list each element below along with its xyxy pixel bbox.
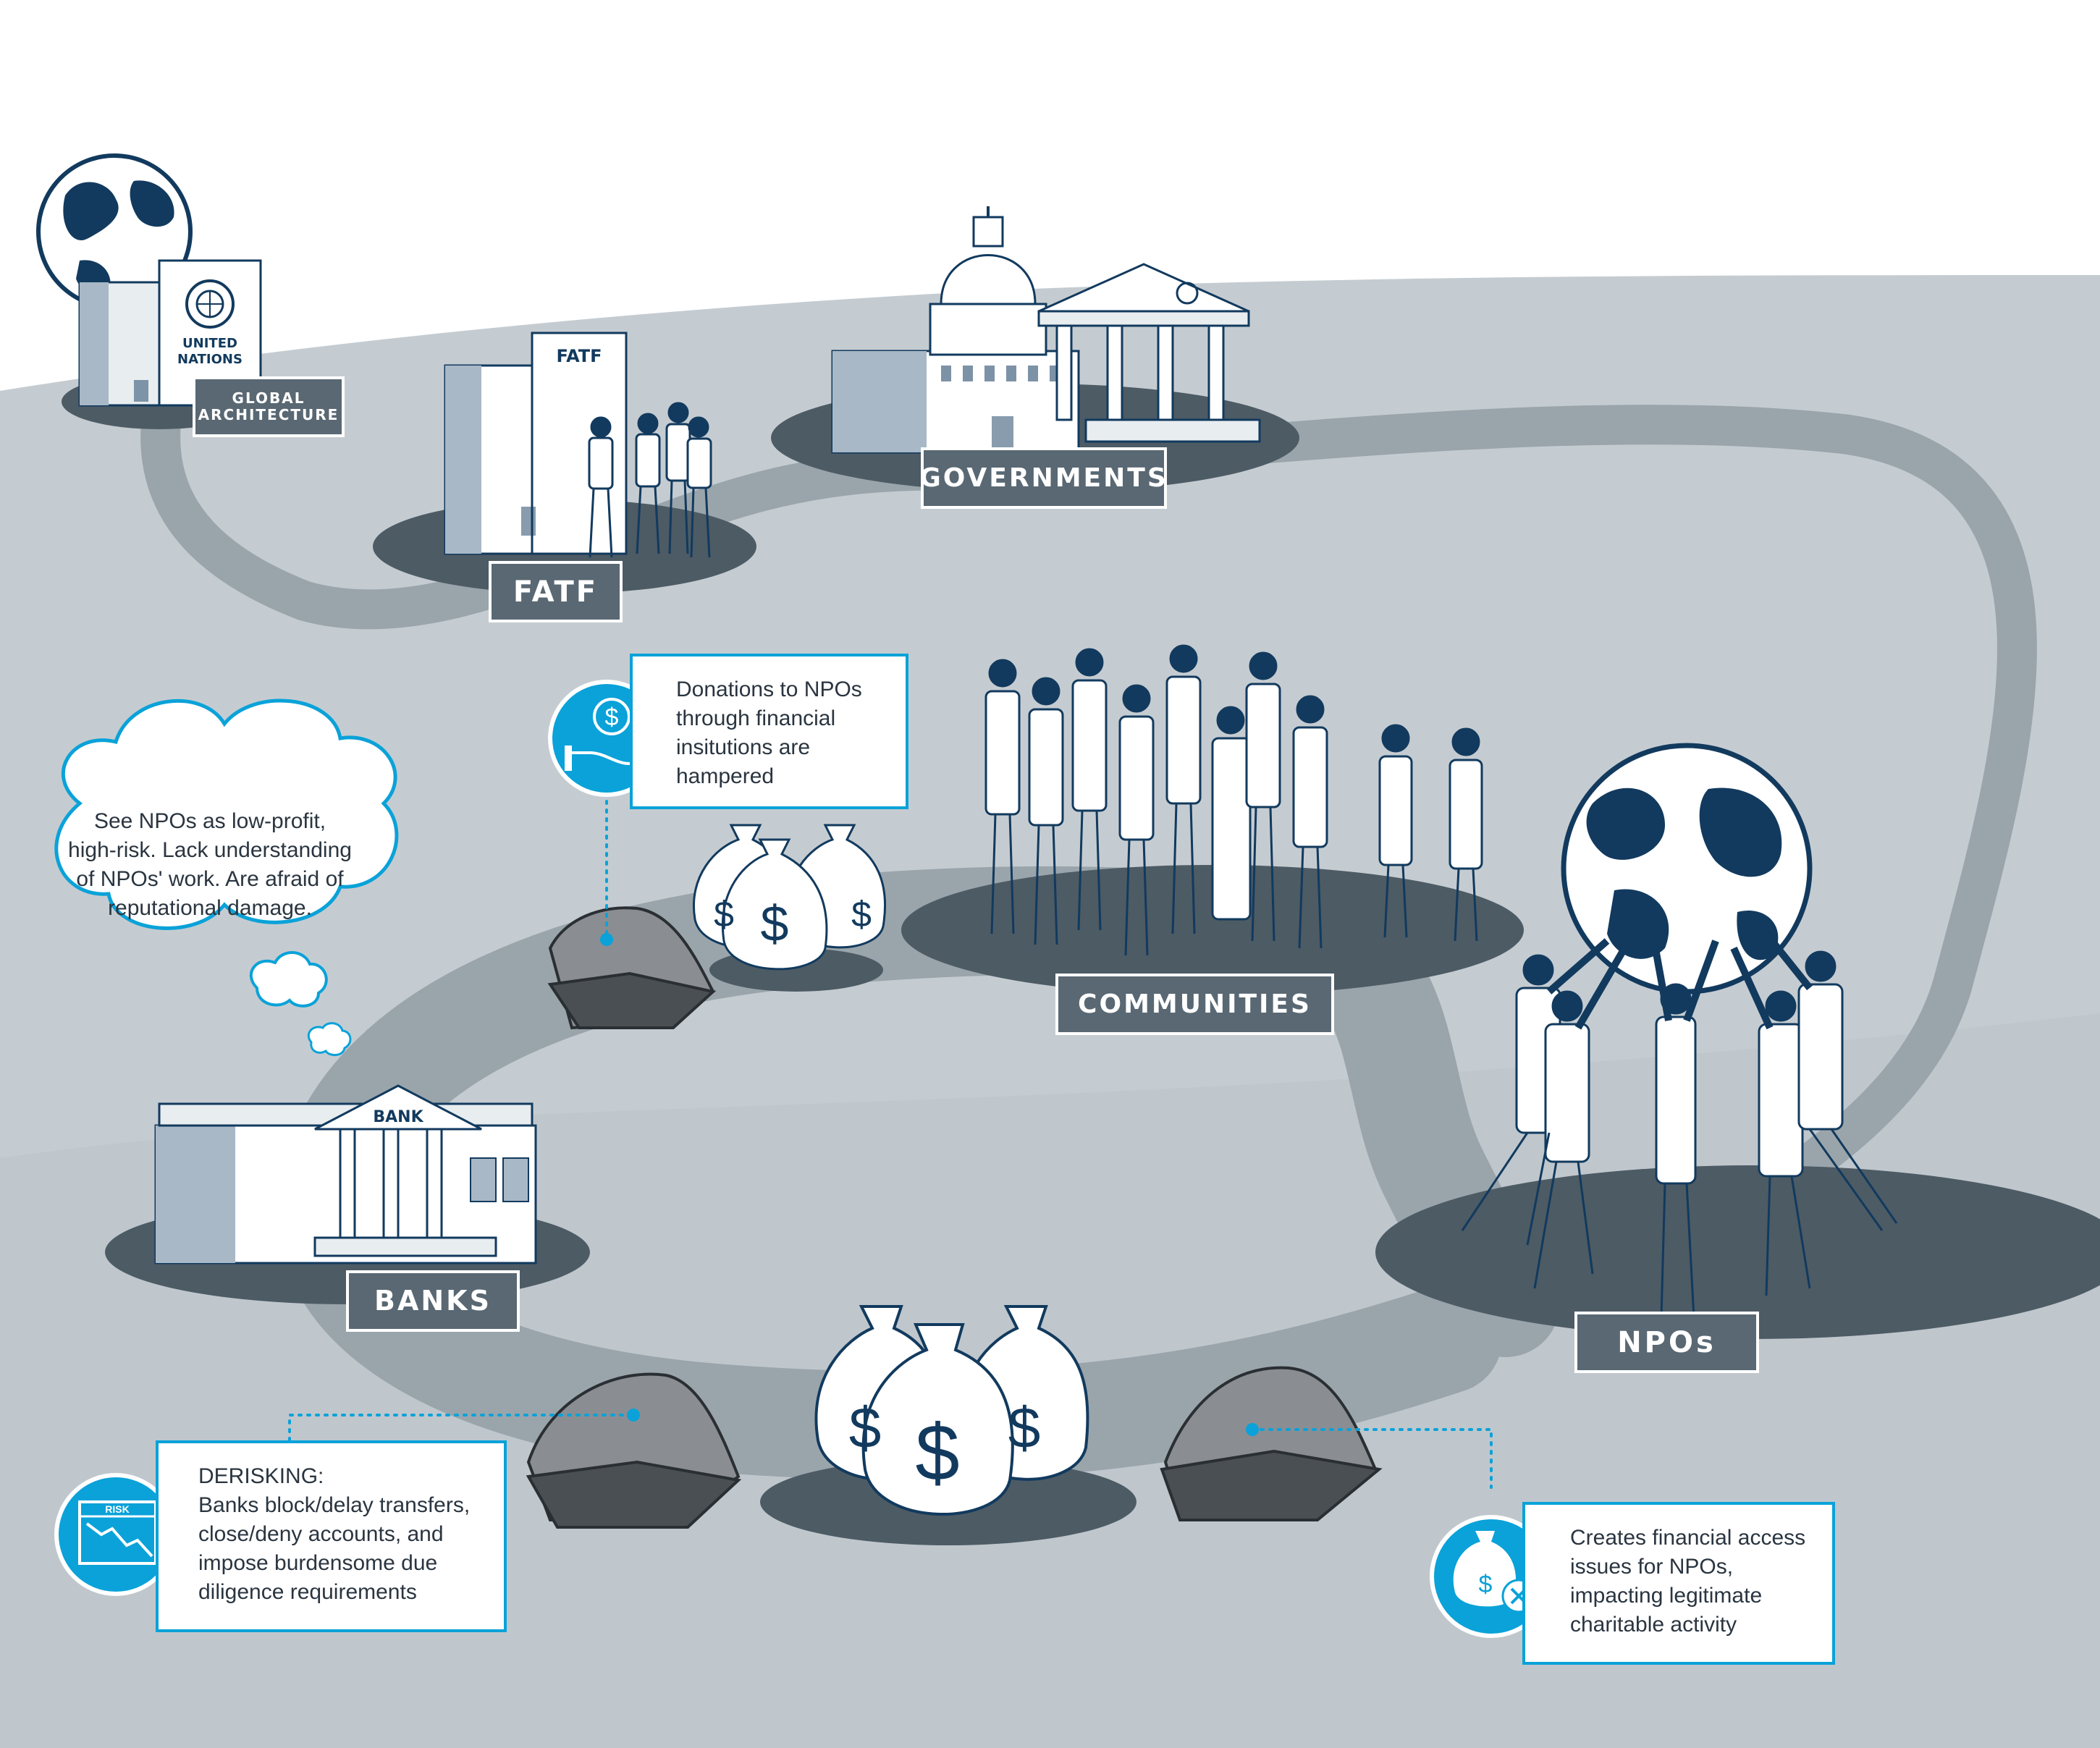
thought-line3: of NPOs' work. Are afraid of bbox=[76, 867, 344, 891]
fatf-people bbox=[588, 402, 712, 558]
callout-derisking-line4: impose burdensome due bbox=[198, 1551, 438, 1575]
label-global-line2: ARCHITECTURE bbox=[198, 406, 340, 423]
svg-text:$: $ bbox=[605, 704, 619, 731]
rock-upper bbox=[547, 906, 717, 1030]
callout-access-line1: Creates financial access bbox=[1570, 1526, 1806, 1550]
label-communities-text: COMMUNITIES bbox=[1078, 989, 1312, 1019]
label-governments-text: GOVERNMENTS bbox=[919, 463, 1168, 493]
communities-disc bbox=[901, 865, 1524, 995]
label-fatf-text: FATF bbox=[513, 575, 599, 609]
callout-access-line3: impacting legitimate bbox=[1570, 1584, 1763, 1608]
bank-sign: BANK bbox=[373, 1108, 423, 1126]
npos-group bbox=[1375, 743, 2100, 1339]
dollar-icon: $ bbox=[851, 894, 872, 934]
dollar-icon: $ bbox=[761, 895, 789, 952]
un-emblem-icon bbox=[185, 279, 235, 329]
path-road bbox=[140, 385, 2037, 1345]
un-sign-line1: UNITED bbox=[182, 336, 237, 351]
rock-lower-right bbox=[1160, 1366, 1383, 1521]
label-global-line1: GLOBAL bbox=[232, 389, 305, 407]
callout-donations-line3: insitutions are bbox=[676, 735, 811, 759]
npo-people bbox=[1461, 931, 1898, 1318]
label-npos-text: NPOs bbox=[1617, 1325, 1716, 1359]
communities-group bbox=[901, 644, 1524, 995]
callout-donations-line1: Donations to NPOs bbox=[676, 677, 862, 701]
courthouse bbox=[1037, 263, 1261, 443]
label-banks: BANKS bbox=[346, 1270, 520, 1332]
callout-access-line4: charitable activity bbox=[1570, 1613, 1737, 1637]
thought-line2: high-risk. Lack understanding bbox=[68, 838, 352, 862]
dollar-icon: $ bbox=[915, 1409, 959, 1498]
label-global-architecture: GLOBAL ARCHITECTURE bbox=[193, 376, 345, 437]
label-governments: GOVERNMENTS bbox=[919, 447, 1168, 509]
npos-disc bbox=[1375, 1165, 2100, 1339]
blocked-money-icon: $ bbox=[1430, 1515, 1553, 1638]
dollar-icon: $ bbox=[1008, 1396, 1041, 1460]
dollar-icon: $ bbox=[849, 1396, 882, 1460]
community-people bbox=[984, 644, 1483, 956]
capitol-dome bbox=[940, 254, 1037, 305]
thought-line4: reputational damage. bbox=[108, 896, 312, 920]
connector-dots bbox=[600, 933, 1259, 1436]
money-bags-lower: $ $ $ bbox=[760, 1305, 1137, 1545]
connectors bbox=[288, 791, 1493, 1489]
global-architecture-group: UNITED NATIONS bbox=[36, 153, 262, 429]
callout-donations-line2: through financial bbox=[676, 706, 836, 730]
callout-donations-line4: hampered bbox=[676, 764, 775, 788]
fatf-sign: FATF bbox=[556, 346, 602, 366]
money-bags-upper: $ $ $ bbox=[693, 824, 887, 992]
label-communities: COMMUNITIES bbox=[1055, 974, 1334, 1035]
callout-donations: Donations to NPOs through financial insi… bbox=[630, 654, 908, 809]
rock-lower-left bbox=[526, 1372, 742, 1529]
callout-derisking-line3: close/deny accounts, and bbox=[198, 1522, 444, 1546]
dollar-icon: $ bbox=[714, 894, 734, 934]
thought-cloud-text: See NPOs as low-profit, high-risk. Lack … bbox=[43, 807, 376, 923]
globe-large-icon bbox=[1561, 743, 1813, 995]
label-npos: NPOs bbox=[1574, 1312, 1759, 1373]
svg-text:$: $ bbox=[1479, 1571, 1493, 1598]
thought-bubble-small bbox=[307, 1022, 352, 1056]
thought-line1: See NPOs as low-profit, bbox=[93, 809, 326, 833]
governments-group bbox=[771, 206, 1299, 492]
label-banks-text: BANKS bbox=[374, 1284, 492, 1317]
thought-bubble-medium bbox=[249, 951, 328, 1008]
callout-access-line2: issues for NPOs, bbox=[1570, 1555, 1734, 1579]
un-sign-line2: NATIONS bbox=[177, 352, 243, 367]
callout-derisking: DERISKING: Banks block/delay transfers, … bbox=[156, 1440, 507, 1632]
fatf-group: FATF bbox=[373, 332, 756, 594]
thought-cloud bbox=[54, 698, 399, 1056]
callout-access: Creates financial access issues for NPOs… bbox=[1522, 1502, 1835, 1665]
callout-derisking-line2: Banks block/delay transfers, bbox=[198, 1493, 471, 1517]
callout-derisking-line1: DERISKING: bbox=[198, 1464, 324, 1488]
risk-sign: RISK bbox=[105, 1503, 129, 1515]
label-fatf: FATF bbox=[489, 561, 623, 622]
callout-derisking-line5: diligence requirements bbox=[198, 1580, 417, 1604]
un-building: UNITED NATIONS bbox=[78, 259, 262, 407]
